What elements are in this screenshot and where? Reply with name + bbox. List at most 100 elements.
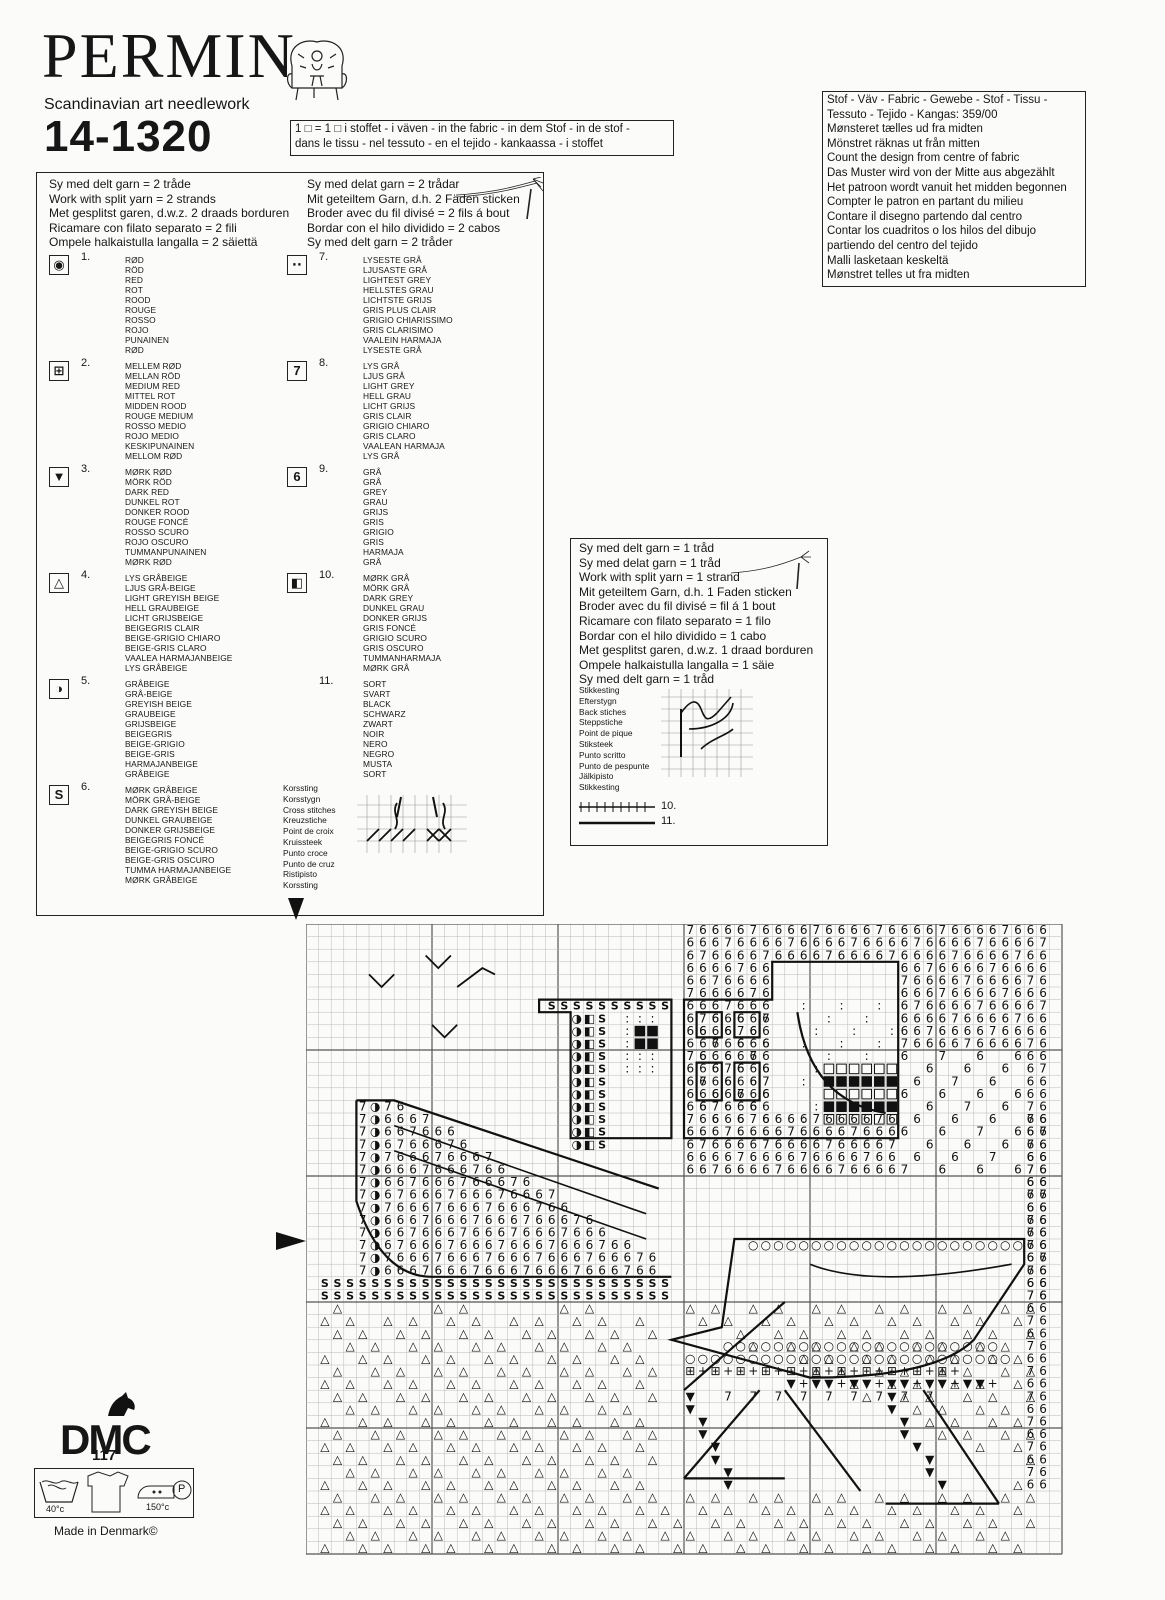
chart-stitch-symbol: △: [446, 1478, 456, 1492]
chart-stitch-symbol: 6: [938, 974, 946, 988]
chart-stitch-symbol: △: [471, 1339, 481, 1353]
wash-temp: 40°c: [46, 1504, 65, 1514]
chart-stitch-symbol: △: [975, 1503, 985, 1517]
chart-stitch-symbol: △: [421, 1478, 431, 1492]
chart-stitch-symbol: 6: [699, 1100, 707, 1114]
chart-stitch-symbol: 6: [598, 1226, 606, 1240]
chart-stitch-symbol: △: [471, 1440, 481, 1454]
chart-stitch-symbol: 6: [1039, 1150, 1047, 1164]
chart-stitch-symbol: ○: [1000, 1352, 1010, 1366]
fabric-info-line: Das Muster wird von der Mitte aus abgezä…: [827, 166, 1055, 179]
chart-stitch-symbol: △: [610, 1389, 620, 1403]
chart-stitch-symbol: 6: [749, 1062, 757, 1076]
chart-stitch-symbol: ○: [950, 1238, 960, 1252]
chart-stitch-symbol: S: [397, 1290, 405, 1303]
chart-stitch-symbol: 6: [926, 1137, 934, 1151]
fabric-info-line: Stof - Väv - Fabric - Gewebe - Stof - Ti…: [827, 94, 1048, 106]
chart-stitch-symbol: 6: [724, 1163, 732, 1177]
chart-stitch-symbol: 7: [359, 1150, 367, 1164]
chart-stitch-symbol: 6: [913, 1011, 921, 1025]
chart-stitch-symbol: ○: [798, 1352, 808, 1366]
fabric-count-line-1: 1 □ = 1 □ i stoffet - i väven - in the f…: [295, 123, 630, 135]
chart-stitch-symbol: 6: [1039, 961, 1047, 975]
chart-stitch-symbol: 6: [775, 924, 783, 937]
chart-stitch-symbol: ⊞: [786, 1364, 796, 1378]
care-symbols: 40°c 150°c P: [34, 1468, 194, 1518]
chart-stitch-symbol: 7: [359, 1125, 367, 1139]
chart-stitch-symbol: 6: [1027, 1251, 1035, 1265]
term: Stikkesting: [579, 782, 620, 793]
chart-stitch-symbol: 7: [825, 1389, 833, 1403]
legend-symbol-4: △: [49, 573, 69, 593]
chart-stitch-symbol: ⊞: [912, 1364, 922, 1378]
chart-stitch-symbol: △: [408, 1314, 418, 1328]
chart-stitch-symbol: ○: [811, 1339, 821, 1353]
chart-stitch-symbol: 6: [560, 1213, 568, 1227]
chart-stitch-symbol: 6: [699, 1037, 707, 1051]
chart-stitch-symbol: △: [471, 1402, 481, 1416]
chart-stitch-symbol: △: [597, 1339, 607, 1353]
chart-stitch-symbol: 7: [938, 924, 946, 937]
chart-stitch-symbol: 7: [636, 1251, 644, 1265]
chart-stitch-symbol: △: [358, 1326, 368, 1340]
chart-stitch-symbol: △: [371, 1339, 381, 1353]
chart-stitch-symbol: △: [560, 1528, 570, 1542]
legend-color-name: DONKER GRIJSBEIGE: [125, 825, 216, 835]
chart-backstitch-line: [682, 960, 900, 1140]
chart-stitch-symbol: S: [598, 1012, 606, 1025]
chart-stitch-symbol: ◧: [584, 1125, 595, 1139]
chart-stitch-symbol: △: [345, 1377, 355, 1391]
chart-stitch-symbol: 6: [548, 1263, 556, 1277]
chart-stitch-symbol: 6: [1027, 1062, 1035, 1076]
chart-stitch-symbol: 6: [686, 999, 694, 1013]
chart-stitch-symbol: 6: [1039, 1049, 1047, 1063]
brand-tagline: Scandinavian art needlework: [44, 96, 250, 113]
legend-color-name: NEGRO: [363, 749, 395, 759]
chart-stitch-symbol: △: [396, 1515, 406, 1529]
chart-stitch-symbol: 6: [686, 1125, 694, 1139]
legend-color-name: LYSESTE GRÅ: [363, 345, 422, 355]
chart-stitch-symbol: ○: [962, 1352, 972, 1366]
chart-stitch-symbol: △: [484, 1352, 494, 1366]
chart-stitch-symbol: 6: [598, 1263, 606, 1277]
chart-stitch-symbol: 6: [472, 1226, 480, 1240]
chart-stitch-symbol: 7: [359, 1100, 367, 1114]
chart-stitch-symbol: ◑: [370, 1163, 381, 1177]
chart-stitch-symbol: 6: [863, 936, 871, 950]
chart-backstitch-line: [393, 1124, 647, 1215]
chart-stitch-symbol: 6: [749, 1087, 757, 1101]
chart-stitch-symbol: 7: [686, 1112, 694, 1126]
legend-color-name: MÖRK GRÅ: [363, 583, 410, 593]
chart-stitch-symbol: 7: [825, 1137, 833, 1151]
chart-stitch-symbol: 6: [901, 986, 909, 1000]
chart-stitch-symbol: 6: [523, 1238, 531, 1252]
chart-stitch-symbol: S: [586, 1277, 594, 1290]
chart-stitch-symbol: S: [434, 1277, 442, 1290]
chart-stitch-symbol: 6: [1039, 1074, 1047, 1088]
chart-stitch-symbol: 6: [434, 1226, 442, 1240]
chart-stitch-symbol: 6: [964, 924, 972, 937]
chart-stitch-symbol: △: [320, 1377, 330, 1391]
chart-stitch-symbol: 6: [762, 1112, 770, 1126]
chart-stitch-symbol: 7: [913, 936, 921, 950]
backstitch-sample-10-icon: [579, 802, 655, 812]
chart-stitch-symbol: :: [638, 1062, 642, 1076]
horse-head-icon: [108, 1392, 135, 1416]
chart-stitch-symbol: 6: [1039, 1188, 1047, 1202]
chart-stitch-symbol: +: [874, 1364, 884, 1378]
chart-stitch-symbol: △: [660, 1503, 670, 1517]
chart-stitch-symbol: 6: [1027, 1276, 1035, 1290]
chart-stitch-symbol: 6: [434, 1188, 442, 1202]
chart-stitch-symbol: △: [358, 1515, 368, 1529]
legend-color-name: GRIS: [363, 537, 384, 547]
chart-stitch-symbol: ○: [773, 1352, 783, 1366]
chart-stitch-symbol: [861, 1063, 873, 1075]
chart-stitch-symbol: S: [560, 1290, 568, 1303]
chart-stitch-symbol: :: [839, 999, 843, 1013]
legend-color-name: SORT: [363, 769, 387, 779]
chart-stitch-symbol: 7: [523, 1263, 531, 1277]
chart-stitch-symbol: S: [598, 1290, 606, 1303]
chart-stitch-symbol: 6: [699, 1049, 707, 1063]
chart-stitch-symbol: :: [650, 1062, 654, 1076]
